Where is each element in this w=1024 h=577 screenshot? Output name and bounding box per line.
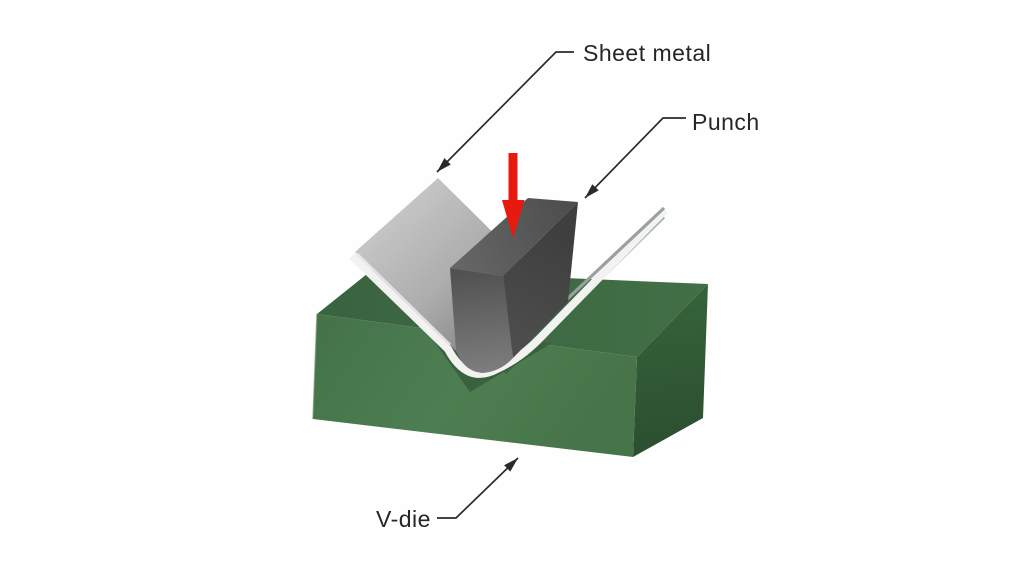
leader-line xyxy=(584,117,686,199)
leader-line xyxy=(436,51,574,173)
label-punch: Punch xyxy=(692,109,760,135)
force-down-arrow-icon xyxy=(502,153,525,238)
punch-top-face xyxy=(450,198,578,276)
punch-shape xyxy=(450,198,578,373)
leader-arrowhead-icon xyxy=(504,458,518,472)
punch-front-face xyxy=(450,268,513,373)
callout-v-die xyxy=(437,457,519,519)
callout-punch xyxy=(584,117,686,199)
leader-arrowhead-icon xyxy=(585,184,599,198)
punch-right-face xyxy=(503,202,578,358)
v-die-right-face xyxy=(633,284,708,457)
callout-sheet-metal xyxy=(436,51,574,173)
leader-arrowhead-icon xyxy=(437,158,451,172)
sheet-thickness-highlight xyxy=(355,252,452,347)
label-v-die: V-die xyxy=(376,506,431,532)
v-die-left-edge xyxy=(312,313,318,420)
leader-line xyxy=(437,457,519,519)
label-sheet-metal: Sheet metal xyxy=(583,40,711,66)
